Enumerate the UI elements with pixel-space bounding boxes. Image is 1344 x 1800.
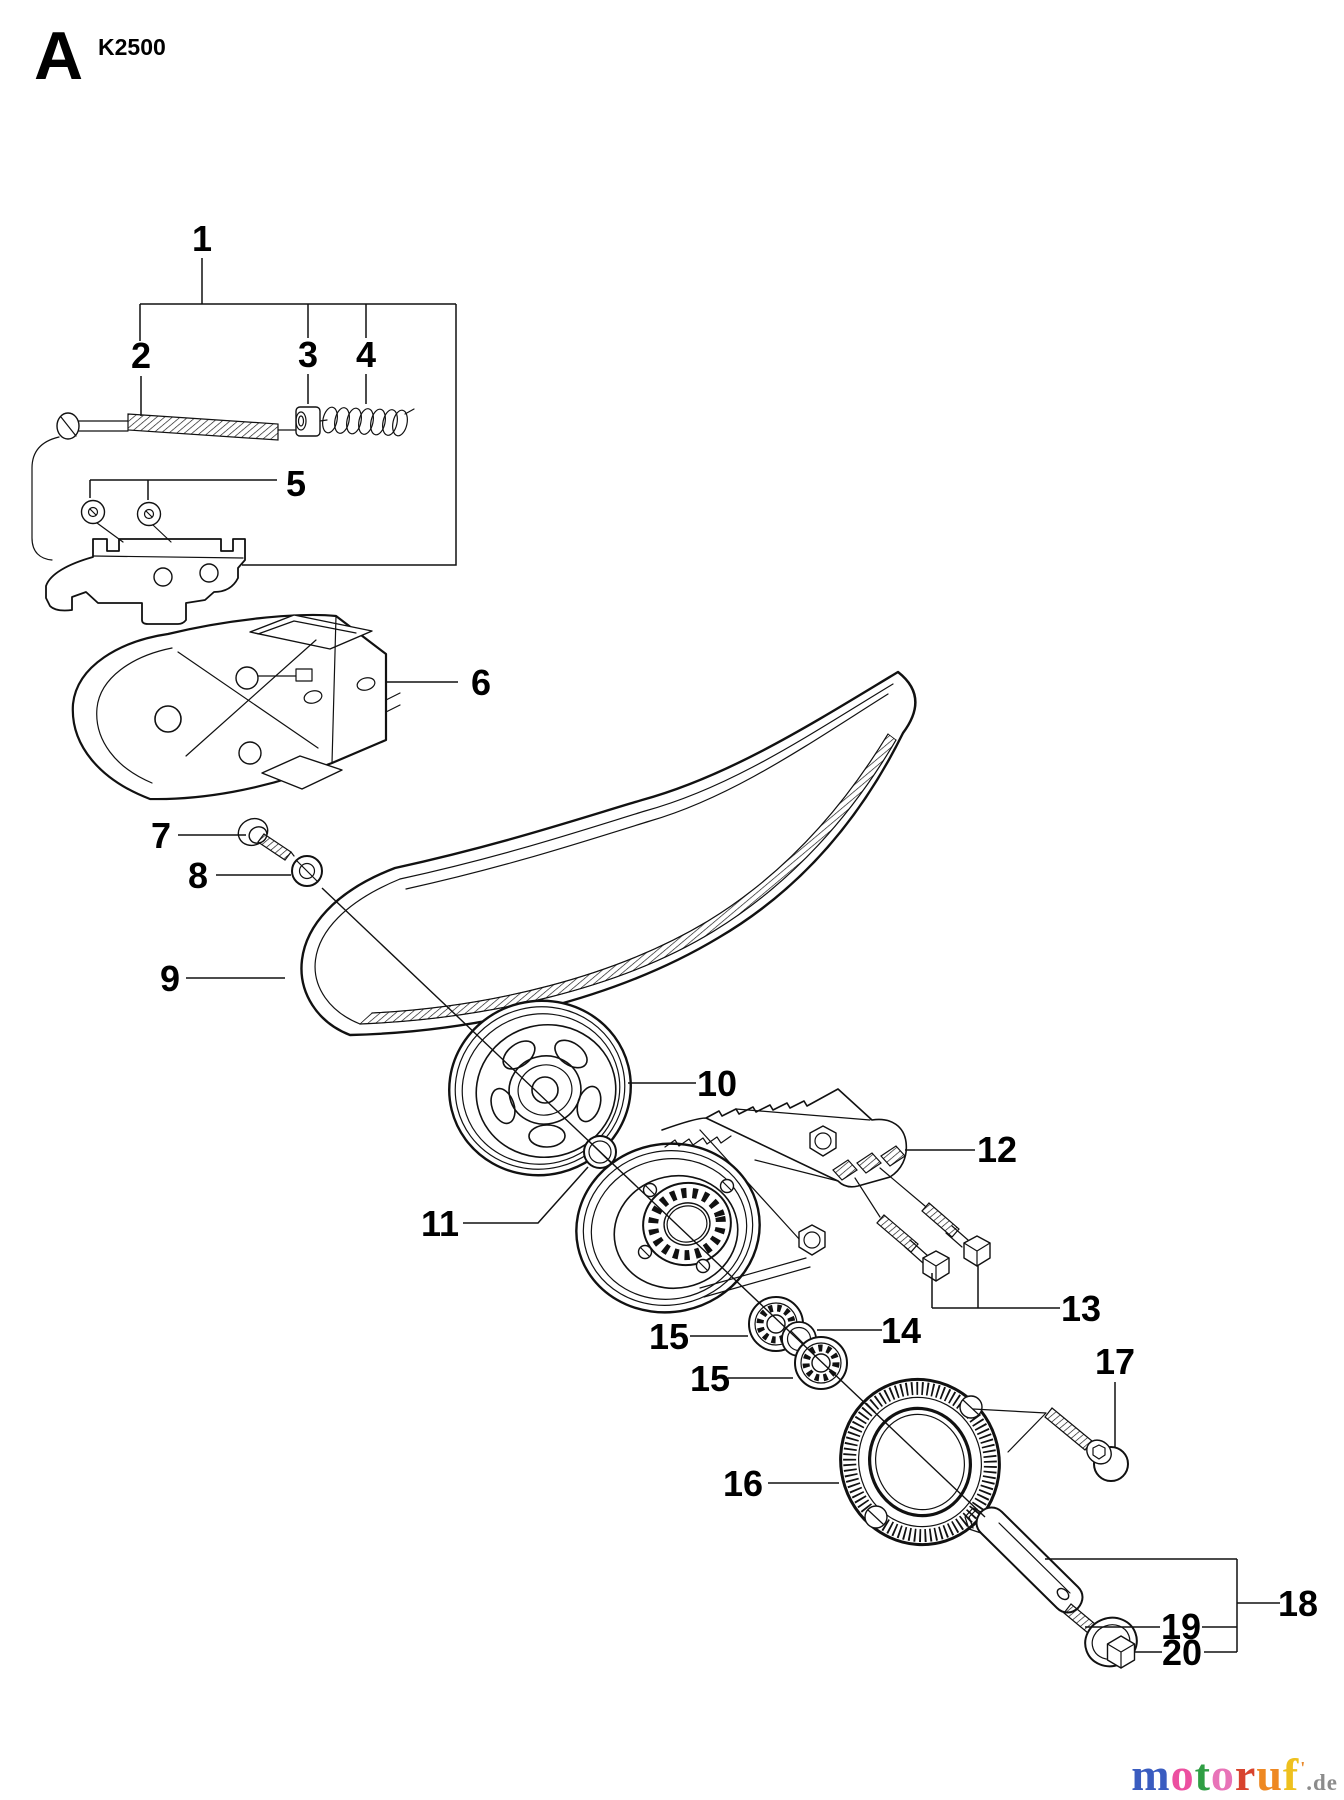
callout-10: 10: [697, 1063, 737, 1104]
part-16-friction-ring: [839, 1377, 1001, 1547]
callout-5: 5: [286, 463, 306, 504]
watermark-tick: ': [1300, 1757, 1307, 1778]
assembly-axis-line: [321, 887, 986, 1518]
callout-8: 8: [188, 855, 208, 896]
part-cable-routing-line: [31, 436, 60, 561]
callout-13: 13: [1061, 1288, 1101, 1329]
part-18-shaft: [964, 1506, 1084, 1614]
part-2-adjuster-rod: [56, 412, 297, 441]
part-12-tensioner-arm: [575, 1088, 908, 1314]
callout-19: 19: [1161, 1606, 1201, 1647]
part-9-drive-belt: [300, 670, 917, 1037]
callout-labels: 1 2 3 4 5 6 7 8 9 10 11 12 13 14 15 15 1…: [131, 218, 1318, 1673]
callout-15b: 15: [690, 1358, 730, 1399]
callout-14: 14: [881, 1310, 921, 1351]
callout-3: 3: [298, 334, 318, 375]
part-8-washer: [291, 855, 323, 887]
callout-2: 2: [131, 335, 151, 376]
part-10-pulley: [448, 999, 632, 1177]
callout-20: 20: [1162, 1632, 1202, 1673]
callout-11: 11: [421, 1203, 459, 1244]
callout-6: 6: [471, 662, 491, 703]
callout-9: 9: [160, 958, 180, 999]
part-mounting-plate: [45, 522, 246, 625]
callout-15a: 15: [649, 1316, 689, 1357]
part-4-spring: [319, 406, 415, 437]
part-13-bolts: [876, 1202, 991, 1282]
callout-16: 16: [723, 1463, 763, 1504]
part-3-adjuster-nut: [295, 406, 321, 437]
callout-7: 7: [151, 815, 171, 856]
callout-1: 1: [192, 218, 212, 259]
watermark-word: motoruf: [1131, 1749, 1300, 1800]
callout-18: 18: [1278, 1583, 1318, 1624]
watermark-motoruf: motoruf'.de: [1131, 1752, 1338, 1798]
model-code: K2500: [98, 34, 166, 60]
watermark-tld: .de: [1306, 1770, 1338, 1795]
section-letter: A: [34, 18, 84, 94]
part-7-bolt: [237, 817, 295, 861]
part-6-belt-guard: [71, 613, 401, 801]
callout-4: 4: [356, 334, 376, 375]
part-5-grommets: [80, 499, 162, 527]
part-19-20-flange-bolt: [1063, 1603, 1138, 1669]
callout-17: 17: [1095, 1341, 1135, 1382]
callout-12: 12: [977, 1129, 1017, 1170]
part-17-socket-screw: [1044, 1407, 1129, 1482]
leader-lines: [89, 258, 1280, 1653]
